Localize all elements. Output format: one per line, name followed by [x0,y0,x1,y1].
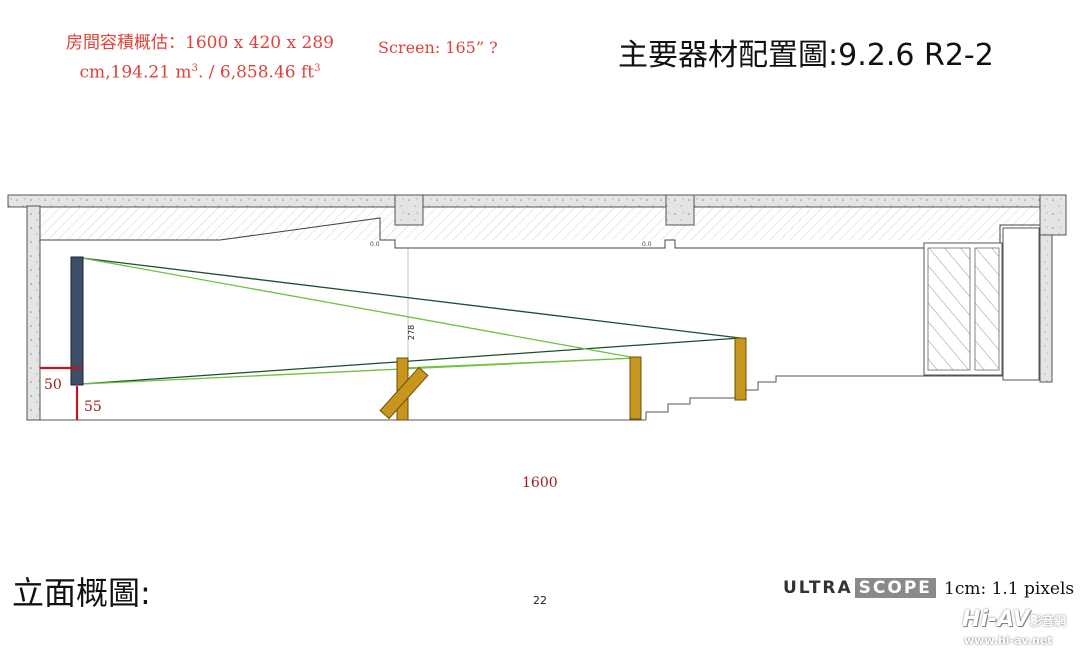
ceiling-slab [7,194,1067,208]
superscript-3: 3 [191,63,198,74]
ceiling-slab-hatch [38,206,1048,240]
speaker-row-1 [629,356,642,420]
dimension-278: 278 [407,325,416,340]
riser-steps [645,375,1040,420]
page-number: 22 [533,594,547,607]
brand-logo-part: ULTRA [783,578,853,598]
left-wall [26,205,41,421]
projection-screen [70,256,84,386]
watermark-logo: Hi-AV [962,607,1030,632]
brand-logo-part: SCOPE [854,578,936,598]
rear-door-glass [927,247,971,371]
sightline-light [81,257,637,359]
sightline-dark [81,257,741,339]
superscript-3: 3 [314,63,321,74]
ceiling-beam [1039,194,1067,236]
room-volume-info: 房間容積概估：1600 x 420 x 289 cm,194.21 m3. / … [40,30,360,86]
sightline-light [399,357,637,369]
right-wall [1039,234,1053,383]
volume-metric: cm,194.21 m [79,62,192,83]
scale-note: 1cm: 1.1 pixels [944,579,1075,599]
page-title: 主要器材配置圖:9.2.6 R2-2 [618,38,994,73]
rear-door-glass [974,247,1000,371]
volume-imperial: . / 6,858.46 ft [197,62,315,83]
room-volume-line2: cm,194.21 m3. / 6,858.46 ft3 [40,56,360,86]
speaker-front-tilted [379,366,429,420]
ceiling-beam [665,194,695,226]
room-width-label: 1600 [522,475,558,491]
sightline-dark [81,337,741,385]
dimension-55: 55 [84,399,102,415]
ceiling-tag: 0.0 [370,241,380,248]
screen-size-note: Screen: 165” ? [378,38,498,57]
dimension-50: 50 [44,377,62,393]
ceiling-tag: 0.0 [642,241,652,248]
watermark-logo-cjk: 影音網 [1030,614,1067,628]
watermark-url: www.hi-av.net [964,634,1053,647]
room-volume-line1: 房間容積概估：1600 x 420 x 289 [66,33,334,53]
rear-cabinet [1002,227,1040,381]
speaker-row-2 [734,337,747,401]
section-title: 立面概圖: [12,574,151,612]
ceiling-beam [394,194,424,226]
